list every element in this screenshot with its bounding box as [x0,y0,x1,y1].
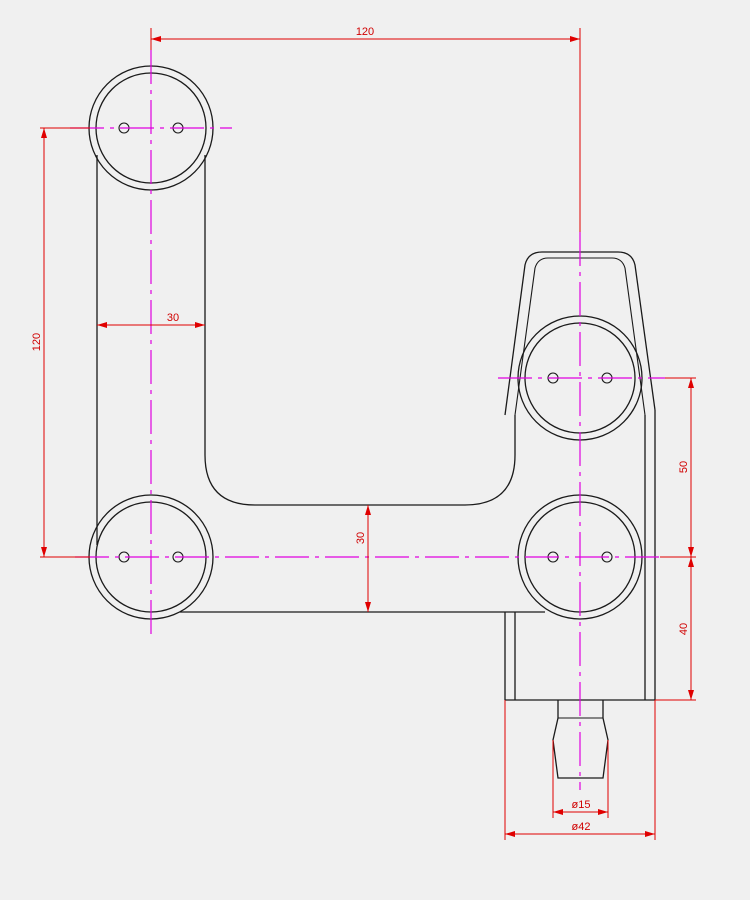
dim-text-bottom-arm-30: 30 [355,532,367,544]
dim-text-diameter-42: ø42 [572,821,591,833]
dimension-right-50-40: 50 40 [655,377,696,701]
dim-text-right-40: 40 [678,623,690,635]
dim-text-arm-30: 30 [167,312,179,324]
dim-text-right-50: 50 [678,461,690,473]
dim-text-top-120: 120 [356,26,374,38]
dimension-bottom-arm-30: 30 [355,505,371,612]
dimension-top-120: 120 [150,26,581,232]
dimension-arm-30: 30 [97,312,205,328]
dimension-left-120: 120 [31,127,90,558]
dim-text-left-120: 120 [31,333,43,351]
bottom-nozzle [552,700,609,779]
dimension-diameter-42: ø42 [504,700,656,840]
center-lines [70,50,665,790]
dimension-diameter-15: ø15 [552,740,609,818]
dim-text-diameter-15: ø15 [572,799,591,811]
